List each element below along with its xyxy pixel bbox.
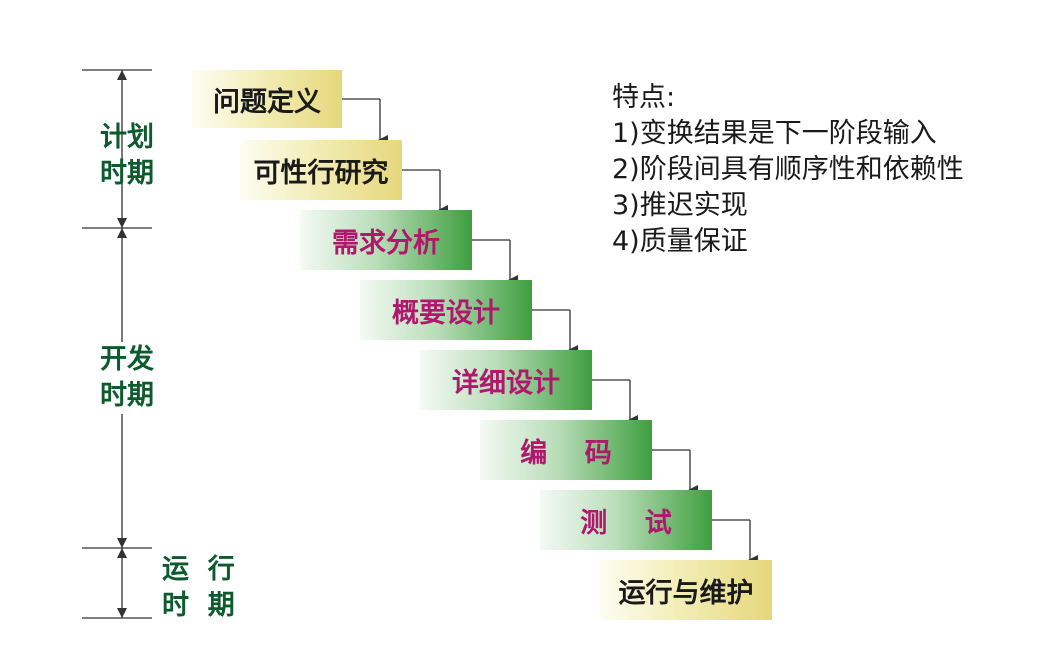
feature-item: 1)变换结果是下一阶段输入 [612, 118, 937, 149]
stage-preliminary-design: 概要设计 [360, 280, 532, 340]
phase-planning-line2: 时期 [100, 158, 154, 189]
feature-item: 4)质量保证 [612, 226, 748, 257]
feature-item: 3)推迟实现 [612, 190, 748, 221]
timeline-arrow-down [117, 608, 127, 618]
phase-operation-label: 运 行 时 期 [162, 552, 262, 624]
timeline [82, 69, 152, 619]
phase-development-line1: 开发 [100, 344, 154, 375]
timeline-arrow-down [117, 538, 127, 548]
features-title: 特点: [612, 82, 676, 113]
features-panel: 特点: 1)变换结果是下一阶段输入 2)阶段间具有顺序性和依赖性 3)推迟实现 … [612, 80, 964, 260]
phase-planning-label: 计划 时期 [92, 120, 162, 192]
timeline-arrow-up [117, 70, 127, 80]
stage-requirements-analysis: 需求分析 [300, 210, 472, 270]
feature-item: 2)阶段间具有顺序性和依赖性 [612, 154, 964, 185]
timeline-arrow-up [117, 548, 127, 558]
stage-connectors [342, 98, 758, 565]
stage-coding: 编 码 [480, 420, 652, 480]
stage-testing: 测 试 [540, 490, 712, 550]
stage-problem-definition: 问题定义 [192, 70, 342, 128]
phase-operation-line2: 时 期 [162, 590, 235, 621]
timeline-arrow-up [117, 228, 127, 238]
stage-feasibility-study: 可性行研究 [240, 140, 402, 200]
phase-development-label: 开发 时期 [92, 342, 162, 414]
stage-detailed-design: 详细设计 [420, 350, 592, 410]
stage-operation-maintenance: 运行与维护 [600, 560, 772, 620]
phase-development-line2: 时期 [100, 380, 154, 411]
phase-operation-line1: 运 行 [162, 554, 235, 585]
timeline-arrow-down [117, 218, 127, 228]
phase-planning-line1: 计划 [100, 122, 154, 153]
